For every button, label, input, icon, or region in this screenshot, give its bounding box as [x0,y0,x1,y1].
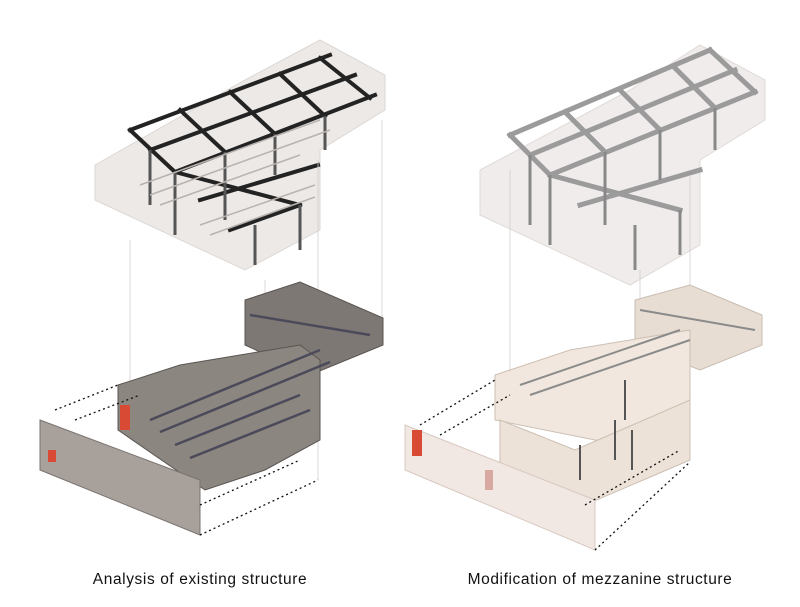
scanned-lower-level [39,281,384,536]
upper-level-ghost-volume [479,44,766,286]
mezzanine-floor-beams [519,309,756,396]
lower-level-beams [149,313,371,460]
new-steel-columns [579,380,633,480]
existing-structure-panel [0,0,400,560]
mezzanine-structure-axonometric [404,44,766,551]
existing-column-set [148,116,327,265]
dashed-connectors [54,384,319,536]
mezzanine-beam-grid [506,46,759,214]
existing-joist-lines [139,119,331,236]
existing-beam-grid [127,52,378,233]
dashed-connectors [419,379,691,551]
existing-structure-axonometric [39,39,386,536]
upper-level-ghost-volume [94,39,386,271]
mezzanine-modification-panel [400,0,800,560]
renovated-lower-level [404,284,763,551]
caption-mezzanine-structure: Modification of mezzanine structure [467,571,733,588]
mezzanine-column-set [528,108,717,270]
caption-existing-structure: Analysis of existing structure [92,571,308,588]
